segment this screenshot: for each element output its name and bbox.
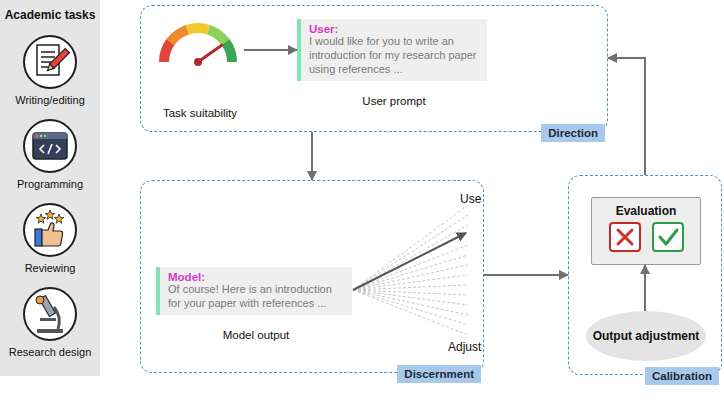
fan-line [353,275,468,290]
fan-line [353,290,468,305]
circle-outline [24,204,76,256]
gauge-hub [194,58,202,66]
panel-title: Academic tasks [0,8,100,22]
stage-box: DiscernmentModel:Of course! Here is an i… [140,180,484,373]
task-label: Writing/editing [0,94,105,106]
fan-line [353,290,468,325]
stage-tag: Direction [541,124,605,142]
speaker-label: User: [309,23,479,35]
fan-line [353,290,468,295]
gauge-label: Task suitability [146,107,254,119]
stage-tag: Discernment [397,365,481,383]
eval-title: Evaluation [592,204,700,218]
stage-box: DirectionTask suitabilityUser:I would li… [140,5,608,132]
stage-tag: Calibration [645,367,719,385]
flow-arrow [244,49,297,51]
gauge-needle [198,45,222,62]
fan-line [353,265,468,290]
fan-line [353,290,468,315]
fan-line [353,245,468,290]
choice-label: Use [460,192,481,206]
task-panel: Academic tasksWriting/editingProgramming… [0,0,100,376]
circle-outline [24,36,76,88]
task-circle: Reviewing [23,203,77,257]
suitability-gauge [164,28,232,66]
ellipse-outline [586,311,706,361]
fan-line [353,285,468,290]
fan-line [353,205,468,290]
choice-label: Adjust [448,340,481,354]
gauge-segment [164,42,171,62]
message-text: Of course! Here is an introduction for y… [168,283,344,311]
circle-outline [23,119,77,173]
task-circle: Research design [23,287,77,341]
card-caption: Model output [160,329,352,341]
circle-outline [24,288,76,340]
circle-outline [23,287,77,341]
evaluation-box: Evaluation [591,197,701,265]
fan-line [353,225,468,290]
speaker-label: Model: [168,271,344,283]
adjustment-ellipse: Output adjustment [586,311,706,361]
output-card: Model:Of course! Here is an introduction… [156,267,352,315]
circle-outline [24,120,76,172]
gauge-segment [171,30,188,42]
task-label: Programming [0,178,105,190]
gauge-node: Task suitability [156,19,244,119]
fan-line [353,215,468,290]
flow-arrow [484,274,568,276]
flow-arrow [644,265,646,311]
prompt-card: User:I would like for you to write an in… [297,19,487,81]
flow-arrow [311,132,313,180]
stage-box: CalibrationEvaluationOutput adjustment [568,175,722,375]
circle-outline [23,35,77,89]
circle-outline [23,203,77,257]
gauge-segment [209,30,226,42]
task-label: Reviewing [0,262,105,274]
fan-line [353,290,468,335]
task-circle: Programming [23,119,77,173]
task-label: Research design [0,346,105,358]
chosen-line [353,233,466,290]
choice-fan [353,205,468,335]
gauge-segment [188,28,209,30]
message-text: I would like for you to write an introdu… [309,35,479,77]
card-caption: User prompt [301,95,487,107]
task-circle: Writing/editing [23,35,77,89]
flow-arrow [608,58,645,175]
fan-line [353,255,468,290]
gauge-segment [226,42,233,62]
ellipse-label: Output adjustment [593,329,700,343]
